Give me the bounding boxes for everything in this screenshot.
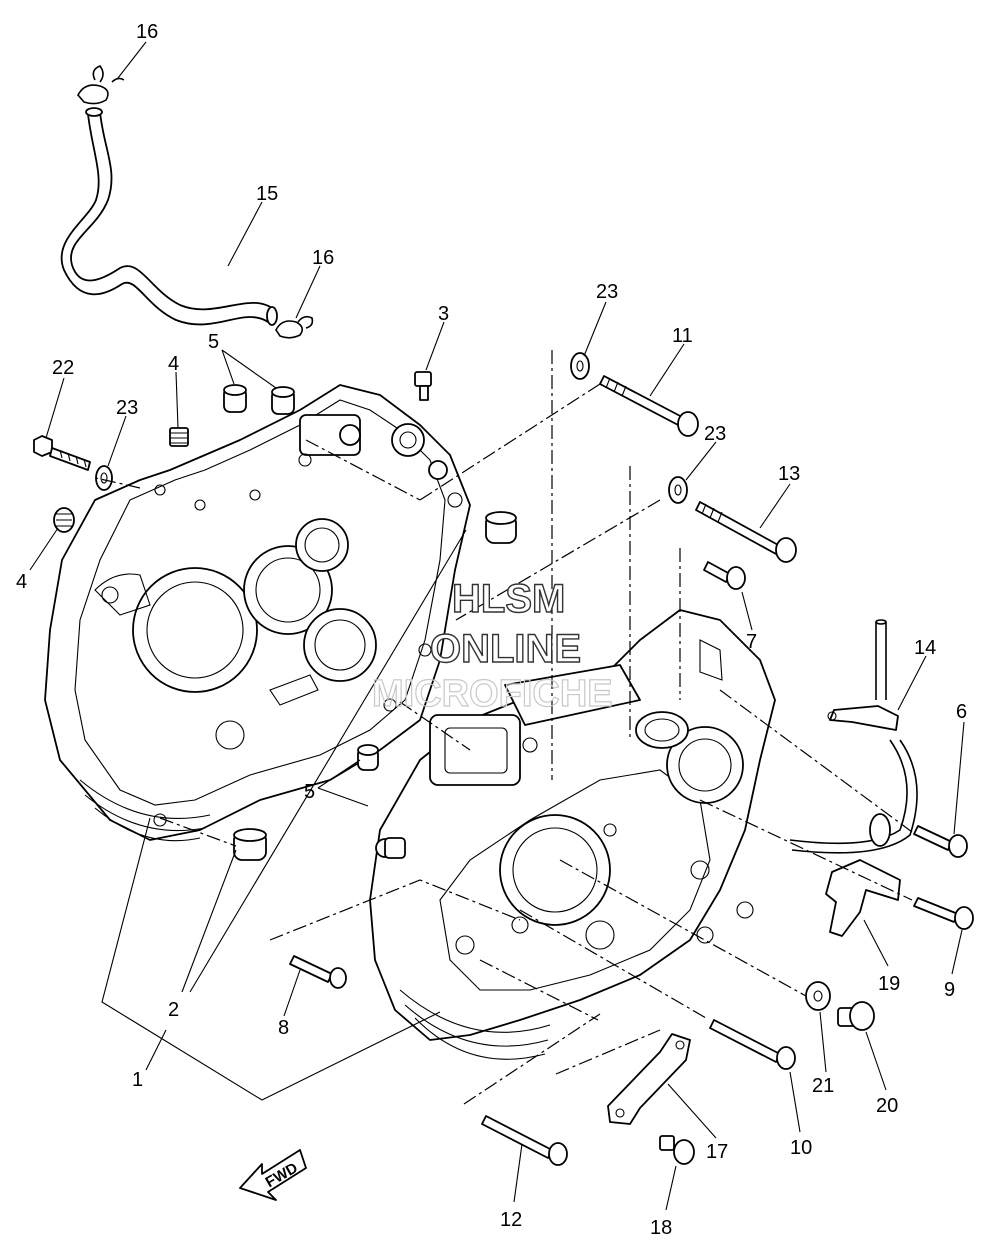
washer-part-21[interactable] bbox=[805, 981, 831, 1011]
callout-18: 18 bbox=[650, 1217, 672, 1239]
washer-23-left[interactable] bbox=[95, 465, 113, 491]
dowel-part-5-c[interactable] bbox=[357, 744, 379, 771]
hose-clip-lower[interactable] bbox=[275, 315, 314, 339]
bolt-part-12[interactable] bbox=[481, 1115, 568, 1166]
callout-22: 22 bbox=[52, 357, 74, 379]
dowel-part-2-b[interactable] bbox=[233, 828, 267, 861]
callout-7: 7 bbox=[746, 631, 757, 653]
right-crankcase[interactable] bbox=[369, 609, 776, 1060]
plate-part-17[interactable] bbox=[607, 1033, 691, 1125]
callout-21: 21 bbox=[812, 1075, 834, 1097]
callout-16-top: 16 bbox=[136, 21, 158, 43]
callout-4-top: 4 bbox=[168, 353, 179, 375]
wire-harness bbox=[789, 619, 918, 854]
dowel-part-5-b[interactable] bbox=[271, 386, 295, 415]
callout-10: 10 bbox=[790, 1137, 812, 1159]
callout-9: 9 bbox=[944, 979, 955, 1001]
bolt-part-7[interactable] bbox=[703, 561, 746, 590]
washer-23-mid[interactable] bbox=[668, 476, 688, 504]
callout-23-mid: 23 bbox=[704, 423, 726, 445]
callout-17: 17 bbox=[706, 1141, 728, 1163]
callout-2: 2 bbox=[168, 999, 179, 1021]
callout-23-left: 23 bbox=[116, 397, 138, 419]
bracket-part-19[interactable] bbox=[825, 859, 901, 937]
bolt-part-11[interactable] bbox=[599, 375, 699, 437]
callout-23-top: 23 bbox=[596, 281, 618, 303]
callout-20: 20 bbox=[876, 1095, 898, 1117]
left-crankcase[interactable] bbox=[44, 384, 471, 842]
bolt-part-8[interactable] bbox=[289, 955, 347, 989]
clamp-part-14[interactable] bbox=[827, 705, 899, 731]
bolt-part-13[interactable] bbox=[695, 501, 797, 563]
callout-4-left: 4 bbox=[16, 571, 27, 593]
dowel-part-5-a[interactable] bbox=[223, 384, 247, 413]
callout-13: 13 bbox=[778, 463, 800, 485]
bolt-part-3[interactable] bbox=[414, 371, 432, 401]
watermark: HLSM ONLINE MICROFICHE bbox=[371, 576, 613, 715]
callout-labels: 16 15 16 3 22 23 4 5 4 5 2 1 23 11 23 13… bbox=[16, 21, 967, 1239]
callout-16-lower: 16 bbox=[312, 247, 334, 269]
callout-5-mid: 5 bbox=[304, 781, 315, 803]
callout-19: 19 bbox=[878, 973, 900, 995]
callout-5-top: 5 bbox=[208, 331, 219, 353]
fwd-direction-arrow: FWD bbox=[239, 1149, 307, 1201]
callout-1: 1 bbox=[132, 1069, 143, 1091]
alignment-lines bbox=[95, 350, 913, 1105]
hose-clip-top[interactable] bbox=[77, 65, 125, 105]
watermark-line-3: MICROFICHE bbox=[372, 673, 613, 715]
bolt-part-10[interactable] bbox=[709, 1019, 796, 1070]
watermark-line-1: HLSM bbox=[452, 577, 565, 621]
leader-lines bbox=[29, 41, 965, 1211]
callout-8: 8 bbox=[278, 1017, 289, 1039]
plug-part-20[interactable] bbox=[837, 1001, 875, 1031]
callout-14: 14 bbox=[914, 637, 936, 659]
bolt-part-9[interactable] bbox=[913, 897, 974, 930]
plug-part-4-top[interactable] bbox=[169, 427, 189, 447]
callout-6: 6 bbox=[956, 701, 967, 723]
callout-12: 12 bbox=[500, 1209, 522, 1231]
plug-part-4-left[interactable] bbox=[53, 507, 75, 533]
callout-15: 15 bbox=[256, 183, 278, 205]
washer-23-top[interactable] bbox=[570, 352, 590, 380]
callout-3: 3 bbox=[438, 303, 449, 325]
breather-hose[interactable] bbox=[60, 107, 278, 326]
dowel-part-2-a[interactable] bbox=[485, 511, 517, 544]
watermark-line-2: ONLINE bbox=[430, 627, 581, 671]
callout-11: 11 bbox=[672, 325, 693, 347]
bolt-part-6[interactable] bbox=[913, 825, 968, 858]
bolt-part-18[interactable] bbox=[659, 1135, 695, 1165]
bolt-part-22[interactable] bbox=[33, 435, 91, 471]
